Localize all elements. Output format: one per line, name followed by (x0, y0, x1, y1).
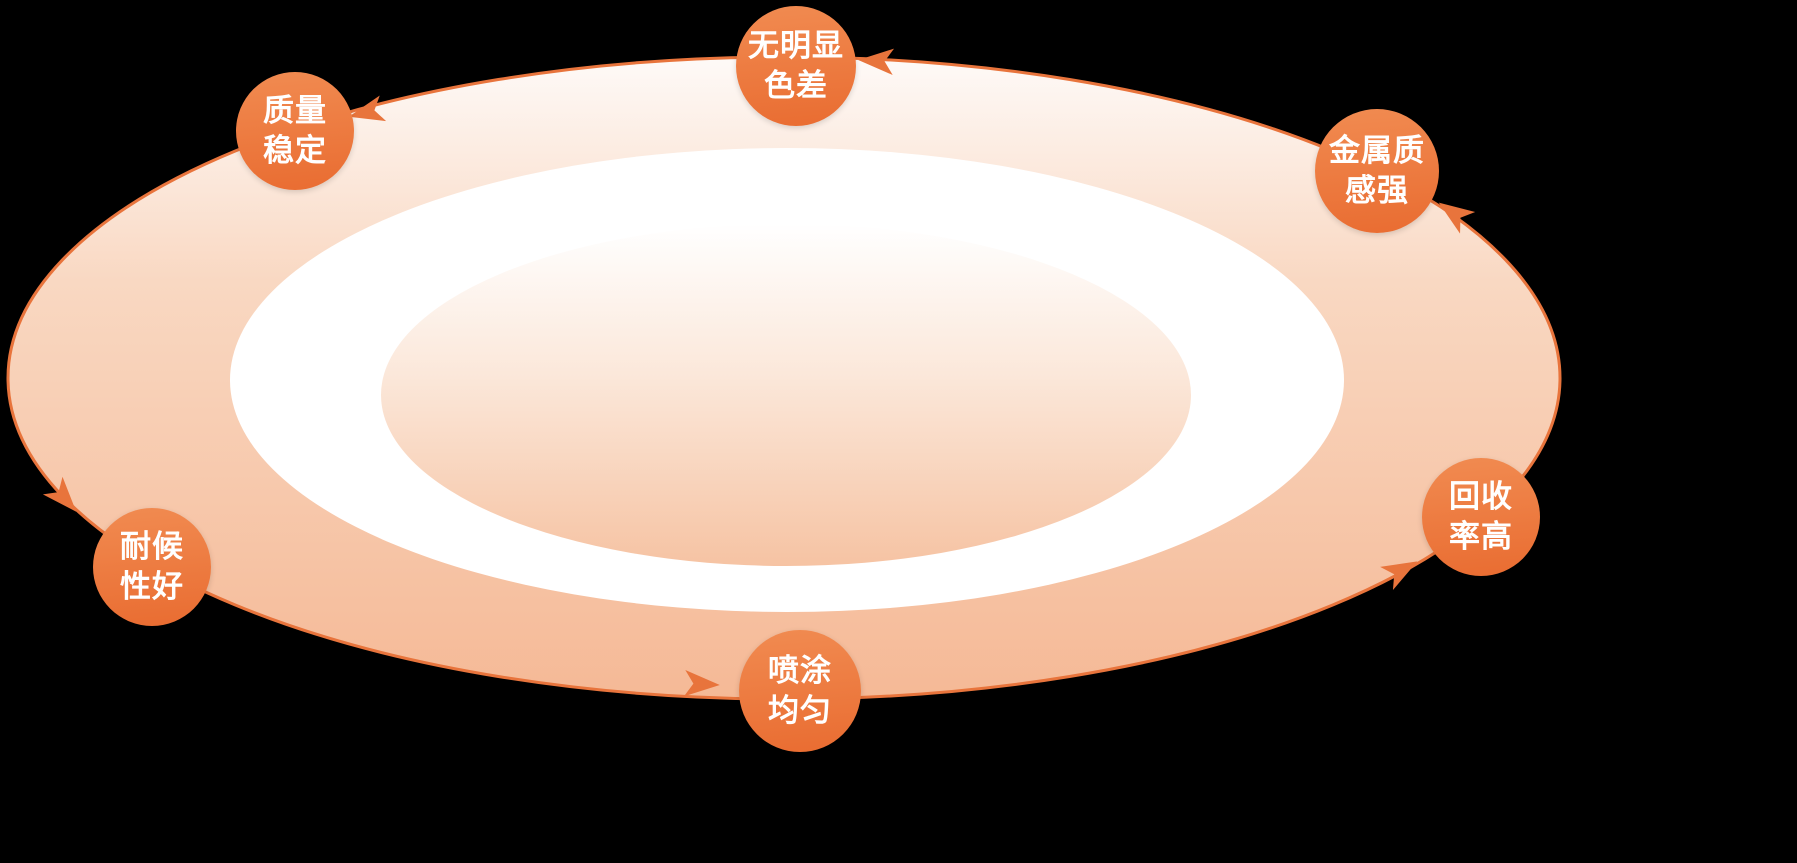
badge-label-line: 回收 (1449, 479, 1513, 515)
badge-no-color-difference: 无明显 色差 (736, 6, 856, 126)
badge-label-line: 感强 (1345, 173, 1409, 208)
badge-label-line: 耐候 (120, 529, 184, 565)
badge-label-line: 质量 (263, 93, 327, 129)
badge-label-line: 均匀 (768, 693, 832, 728)
flow-arrow-bottom (683, 670, 720, 697)
badge-label-line: 色差 (764, 68, 828, 103)
flow-arrow-top (858, 48, 895, 75)
badge-high-recycling-rate: 回收 率高 (1422, 458, 1540, 576)
badge-label-line: 金属质 (1329, 133, 1425, 169)
flow-arrow-right (1380, 561, 1418, 591)
badge-label-line: 率高 (1449, 519, 1513, 554)
badge-metallic-texture: 金属质 感强 (1315, 109, 1439, 233)
badge-even-spraying: 喷涂 均匀 (739, 630, 861, 752)
badge-label-line: 喷涂 (768, 653, 832, 689)
badge-label-line: 无明显 (748, 28, 844, 64)
badge-weather-resistance: 耐候 性好 (93, 508, 211, 626)
badge-label-line: 性好 (120, 569, 184, 604)
flow-arrow-left (42, 476, 77, 512)
flow-arrows (42, 48, 1476, 697)
badge-stable-quality: 质量 稳定 (236, 72, 354, 190)
cycle-ellipse-inner (381, 224, 1191, 566)
flow-arrow-top-left (348, 95, 387, 122)
flow-arrow-top-right (1438, 202, 1476, 234)
badge-label-line: 稳定 (263, 133, 327, 168)
